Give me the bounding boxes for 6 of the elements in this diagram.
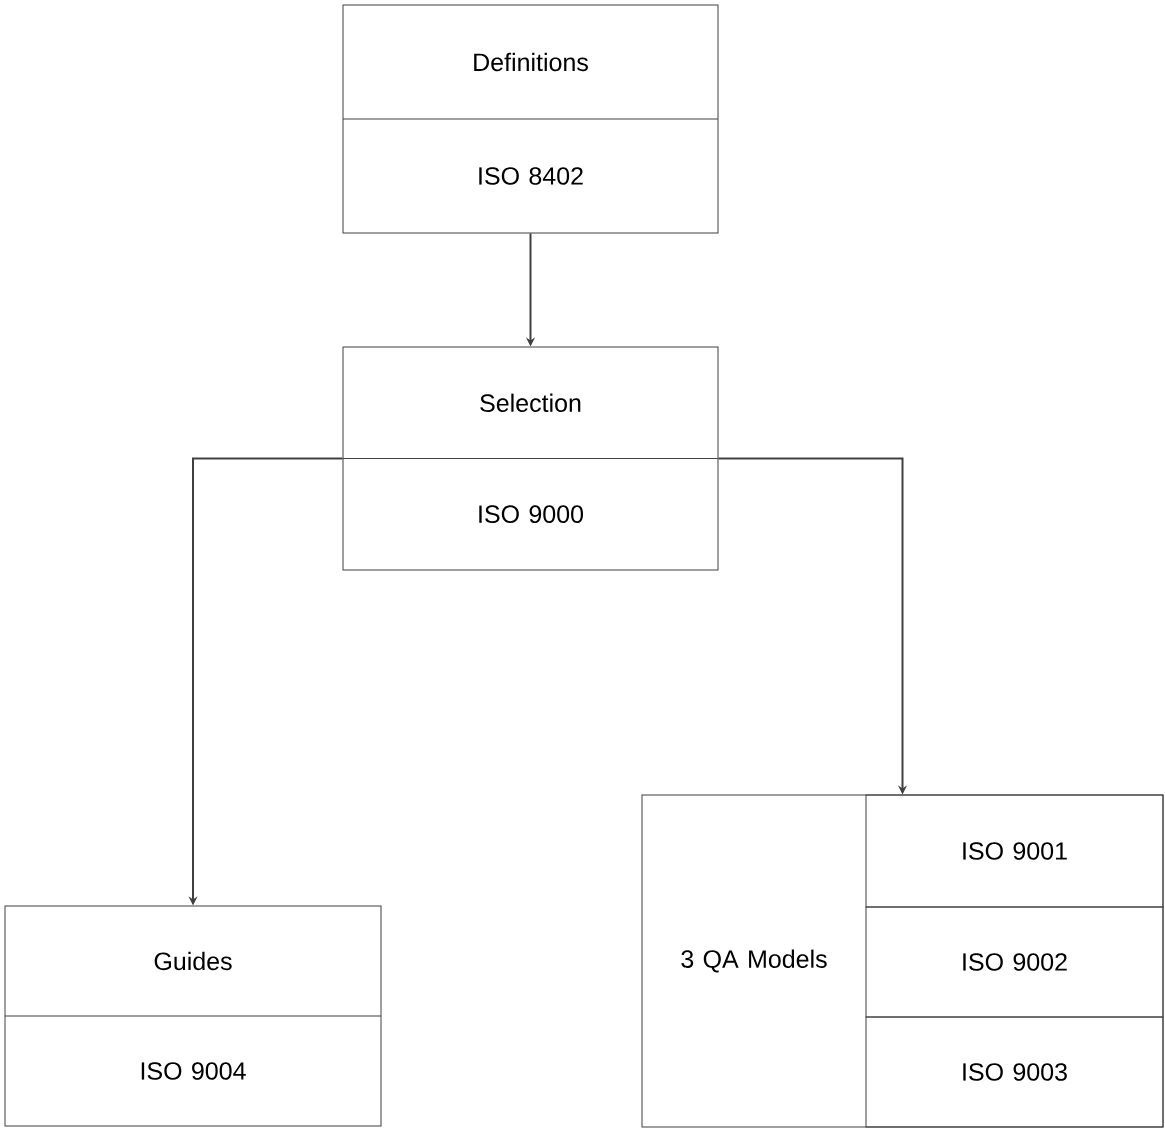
process-box: ISO 9002	[865, 906, 1164, 1018]
process-box: Selection ISO 9000	[342, 346, 719, 571]
process-box: Guides ISO 9004	[4, 905, 382, 1127]
process-box: ISO 9001	[865, 794, 1164, 908]
process-box: Definitions ISO 8402	[342, 4, 719, 234]
process-box: ISO 9003	[865, 1016, 1164, 1128]
